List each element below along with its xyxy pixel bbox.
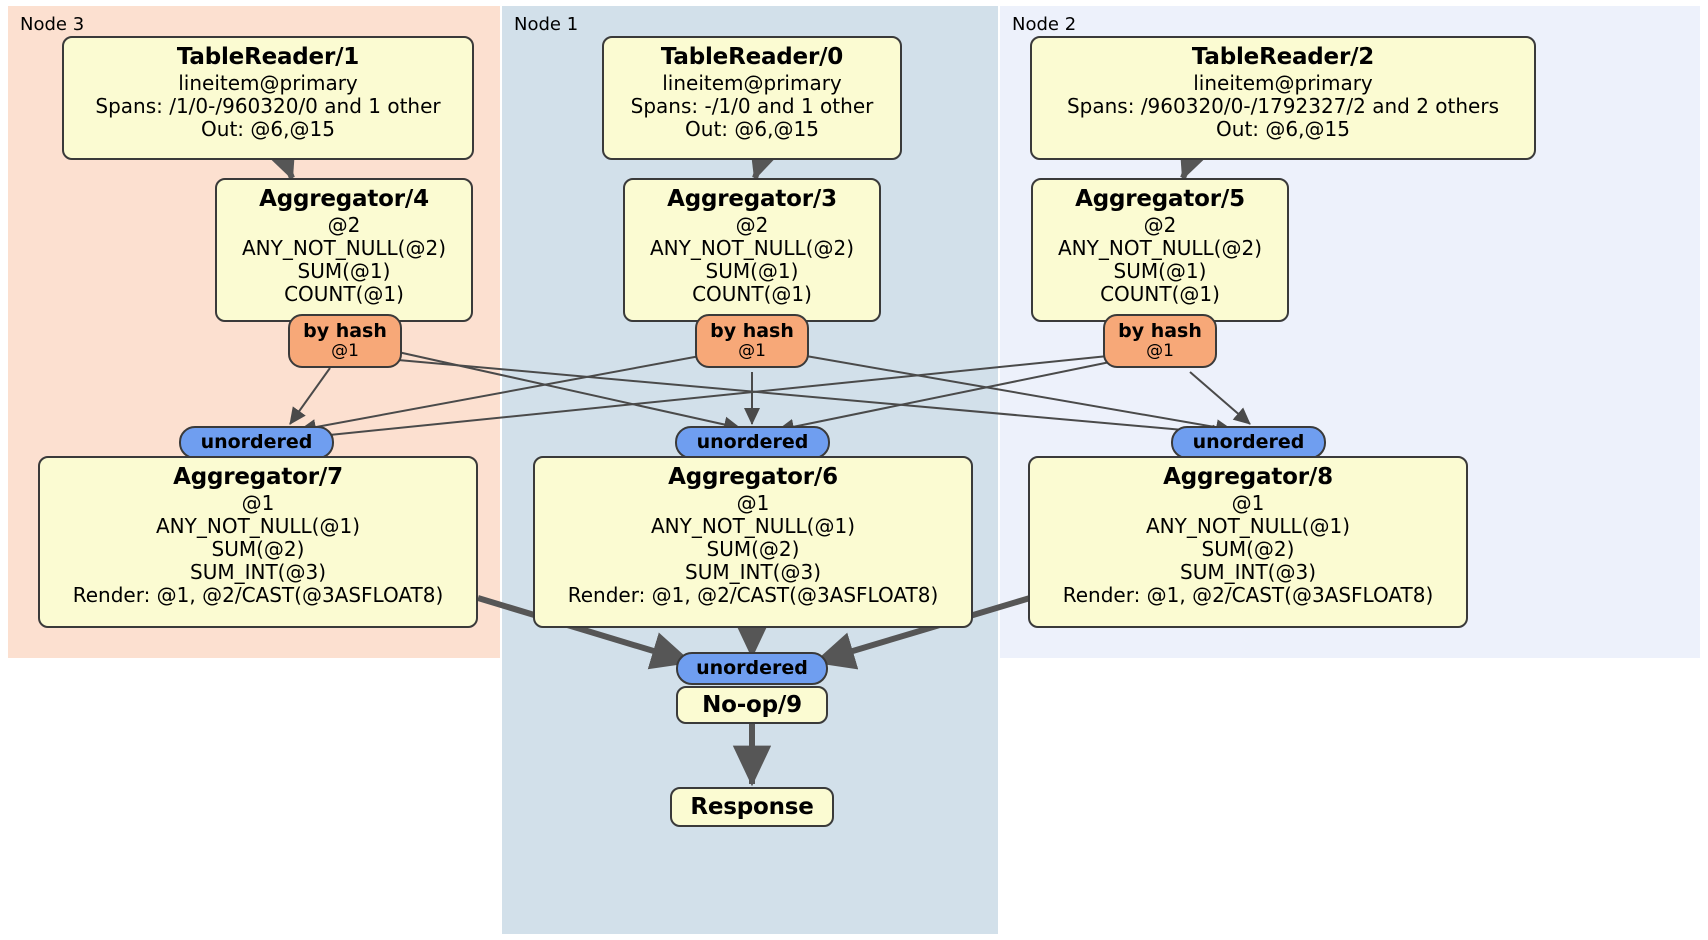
table-reader-out: Out: @6,@15 xyxy=(1216,117,1350,142)
aggregator-agg: SUM(@2) xyxy=(1201,537,1295,562)
final-aggregator-box-8[interactable]: Aggregator/8 @1 ANY_NOT_NULL(@1) SUM(@2)… xyxy=(1028,456,1468,628)
aggregator-render: Render: @1, @2/CAST(@3ASFLOAT8) xyxy=(1062,583,1434,608)
aggregator-render: Render: @1, @2/CAST(@3ASFLOAT8) xyxy=(72,583,444,608)
synchronizer-6[interactable]: unordered xyxy=(675,426,830,459)
table-reader-title: TableReader/2 xyxy=(1191,44,1375,70)
final-aggregator-box-7[interactable]: Aggregator/7 @1 ANY_NOT_NULL(@1) SUM(@2)… xyxy=(38,456,478,628)
table-reader-spans: Spans: /960320/0-/1792327/2 and 2 others xyxy=(1066,93,1499,118)
aggregator-title: Aggregator/6 xyxy=(668,464,838,490)
hash-router-title: by hash xyxy=(1118,320,1202,343)
table-reader-spans: Spans: /1/0-/960320/0 and 1 other xyxy=(95,93,441,118)
aggregator-agg: ANY_NOT_NULL(@1) xyxy=(1146,513,1350,538)
hash-router-title: by hash xyxy=(303,320,387,343)
aggregator-render: Render: @1, @2/CAST(@3ASFLOAT8) xyxy=(567,583,939,608)
table-reader-out: Out: @6,@15 xyxy=(201,117,335,142)
table-reader-out: Out: @6,@15 xyxy=(685,117,819,142)
hash-router-title: by hash xyxy=(710,320,794,343)
aggregator-agg: SUM_INT(@3) xyxy=(685,560,821,585)
local-aggregator-box-4[interactable]: Aggregator/4 @2 ANY_NOT_NULL(@2) SUM(@1)… xyxy=(215,178,473,322)
aggregator-group: @1 xyxy=(241,490,275,515)
table-reader-box-0[interactable]: TableReader/0 lineitem@primary Spans: -/… xyxy=(602,36,902,160)
node-panel-label-node3: Node 3 xyxy=(20,14,85,35)
aggregator-group: @1 xyxy=(1231,490,1265,515)
noop-title: No-op/9 xyxy=(702,691,802,718)
aggregator-agg: COUNT(@1) xyxy=(1100,282,1220,307)
aggregator-group: @2 xyxy=(1143,212,1177,237)
local-aggregator-box-5[interactable]: Aggregator/5 @2 ANY_NOT_NULL(@2) SUM(@1)… xyxy=(1031,178,1289,322)
final-aggregator-box-6[interactable]: Aggregator/6 @1 ANY_NOT_NULL(@1) SUM(@2)… xyxy=(533,456,973,628)
node-panel-label-node2: Node 2 xyxy=(1012,14,1077,35)
final-synchronizer[interactable]: unordered xyxy=(676,652,828,685)
hash-router-column: @1 xyxy=(331,341,359,362)
aggregator-agg: SUM(@2) xyxy=(211,537,305,562)
table-reader-box-1[interactable]: TableReader/1 lineitem@primary Spans: /1… xyxy=(62,36,474,160)
synchronizer-label: unordered xyxy=(200,431,313,454)
hash-router-5[interactable]: by hash @1 xyxy=(1103,314,1217,368)
aggregator-agg: ANY_NOT_NULL(@1) xyxy=(156,513,360,538)
aggregator-title: Aggregator/8 xyxy=(1163,464,1333,490)
aggregator-group: @2 xyxy=(327,212,361,237)
table-reader-box-2[interactable]: TableReader/2 lineitem@primary Spans: /9… xyxy=(1030,36,1536,160)
aggregator-agg: SUM(@1) xyxy=(1113,259,1207,284)
aggregator-agg: SUM_INT(@3) xyxy=(1180,560,1316,585)
aggregator-agg: SUM(@1) xyxy=(705,259,799,284)
table-reader-index: lineitem@primary xyxy=(178,70,358,95)
hash-router-column: @1 xyxy=(1146,341,1174,362)
local-aggregator-box-3[interactable]: Aggregator/3 @2 ANY_NOT_NULL(@2) SUM(@1)… xyxy=(623,178,881,322)
aggregator-agg: COUNT(@1) xyxy=(284,282,404,307)
table-reader-title: TableReader/0 xyxy=(660,44,844,70)
node-panel-label-node1: Node 1 xyxy=(514,14,579,35)
aggregator-agg: ANY_NOT_NULL(@2) xyxy=(1058,235,1262,260)
aggregator-title: Aggregator/3 xyxy=(667,186,837,212)
hash-router-4[interactable]: by hash @1 xyxy=(288,314,402,368)
synchronizer-7[interactable]: unordered xyxy=(179,426,334,459)
noop-box[interactable]: No-op/9 xyxy=(676,686,828,724)
aggregator-title: Aggregator/5 xyxy=(1075,186,1245,212)
aggregator-agg: ANY_NOT_NULL(@1) xyxy=(651,513,855,538)
aggregator-agg: ANY_NOT_NULL(@2) xyxy=(242,235,446,260)
aggregator-group: @2 xyxy=(735,212,769,237)
synchronizer-8[interactable]: unordered xyxy=(1171,426,1326,459)
aggregator-title: Aggregator/7 xyxy=(173,464,343,490)
response-title: Response xyxy=(690,793,814,820)
aggregator-agg: SUM(@2) xyxy=(706,537,800,562)
table-reader-spans: Spans: -/1/0 and 1 other xyxy=(630,93,874,118)
aggregator-agg: COUNT(@1) xyxy=(692,282,812,307)
synchronizer-label: unordered xyxy=(1192,431,1305,454)
hash-router-3[interactable]: by hash @1 xyxy=(695,314,809,368)
aggregator-agg: SUM(@1) xyxy=(297,259,391,284)
synchronizer-label: unordered xyxy=(696,657,808,680)
aggregator-group: @1 xyxy=(736,490,770,515)
response-box[interactable]: Response xyxy=(670,787,834,827)
aggregator-agg: SUM_INT(@3) xyxy=(190,560,326,585)
synchronizer-label: unordered xyxy=(696,431,809,454)
table-reader-title: TableReader/1 xyxy=(176,44,360,70)
table-reader-index: lineitem@primary xyxy=(662,70,842,95)
aggregator-agg: ANY_NOT_NULL(@2) xyxy=(650,235,854,260)
aggregator-title: Aggregator/4 xyxy=(259,186,429,212)
table-reader-index: lineitem@primary xyxy=(1193,70,1373,95)
hash-router-column: @1 xyxy=(738,341,766,362)
